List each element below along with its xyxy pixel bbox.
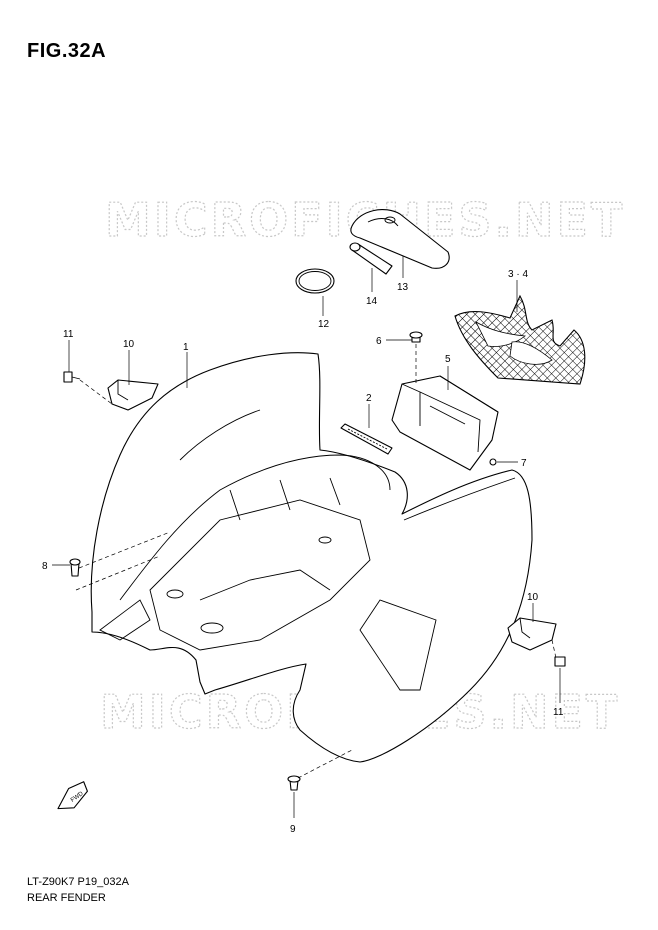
callout-5: 5 (445, 354, 451, 365)
callout-7: 7 (521, 458, 527, 469)
part-12-ring (295, 268, 335, 294)
callout-1: 1 (183, 342, 189, 353)
diagram-title: REAR FENDER (27, 892, 106, 904)
callout-3-4: 3 · 4 (508, 269, 528, 280)
diagram-code: LT-Z90K7 P19_032A (27, 876, 129, 888)
callout-11-right: 11 (553, 707, 564, 718)
callout-10-right: 10 (527, 592, 539, 603)
part-14-pin (349, 242, 393, 275)
part-10-bracket-right (507, 617, 557, 651)
callout-13: 13 (397, 282, 409, 293)
part-9-clip (287, 775, 301, 791)
fwd-arrow-icon: FWD (57, 781, 88, 810)
callout-14: 14 (366, 296, 378, 307)
leader-lines (52, 256, 561, 818)
callout-8: 8 (42, 561, 48, 572)
figure-label: FIG.32A (27, 40, 107, 62)
part-3-4-decal (454, 294, 586, 385)
part-1-rear-fender (90, 352, 533, 763)
part-8-clip (69, 558, 81, 577)
callout-2: 2 (366, 393, 372, 404)
callout-12: 12 (318, 319, 330, 330)
callout-10-left: 10 (123, 339, 135, 350)
callout-9: 9 (290, 824, 296, 835)
part-5-box (391, 375, 499, 471)
part-6-screw (409, 331, 423, 343)
callout-11-left: 11 (63, 329, 74, 340)
callout-6: 6 (376, 336, 382, 347)
part-2-emblem (340, 423, 393, 455)
part-7-screw (489, 458, 497, 466)
part-10-bracket-left (107, 379, 159, 411)
part-11-bolt-right (554, 656, 566, 667)
part-13-tool-bag (350, 209, 450, 269)
part-11-bolt-left (63, 371, 81, 383)
